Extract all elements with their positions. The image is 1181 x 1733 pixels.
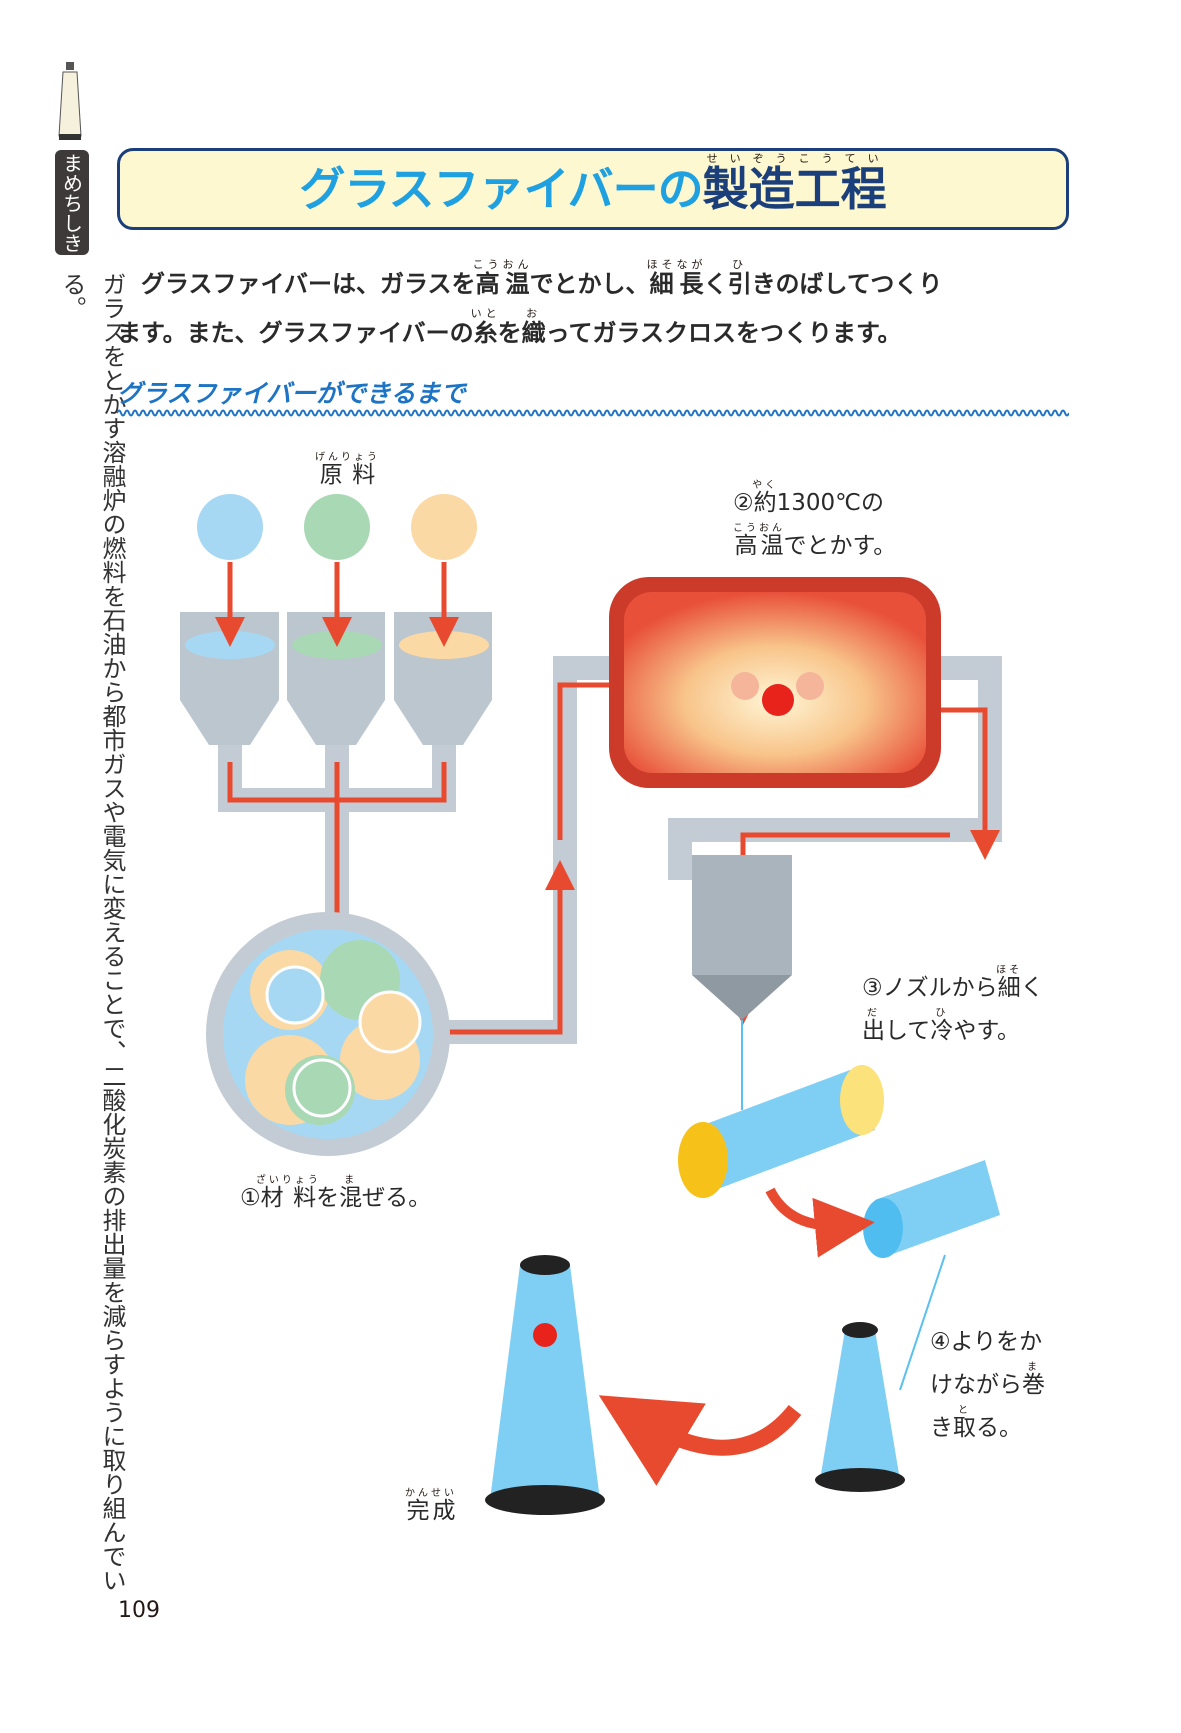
cooling-spool — [678, 1065, 884, 1198]
step1-label: ①材料ざいりょうを混まぜる。 — [240, 1175, 432, 1211]
furnace — [609, 577, 941, 788]
fiber-roll — [863, 1160, 1000, 1258]
step2-label: ②約やく1300℃の 高温こうおんでとかす。 — [733, 480, 897, 559]
twisting-bobbin — [815, 1322, 905, 1492]
step4-label: ④よりをか けながら巻ま き取とる。 — [930, 1329, 1045, 1441]
nozzle — [692, 855, 792, 1110]
sidebar-tab: まめちしき — [55, 150, 89, 255]
mixer — [206, 912, 450, 1156]
page-number: 109 — [118, 1598, 160, 1623]
title-kanji: 製せい造ぞう工こう程てい — [702, 152, 887, 216]
page-title: グラスファイバーの 製せい造ぞう工こう程てい — [117, 148, 1069, 230]
arrow-to-roll — [765, 1187, 875, 1258]
sidebar-note: ガラスをとかす溶融炉の燃料を石油から都市ガスや電気に変えることで、二酸化炭素の排… — [58, 272, 126, 1592]
bobbin-icon — [55, 62, 85, 142]
step3-label: ③ノズルから細ほそく 出だして冷ひやす。 — [862, 965, 1044, 1044]
arrow-to-finished — [598, 1395, 802, 1486]
finished-label: 完成かんせい — [405, 1488, 457, 1524]
title-katakana: グラスファイバーの — [299, 162, 703, 216]
raw-material-balls — [197, 494, 477, 560]
section-heading: グラスファイバーができるまで — [117, 379, 466, 408]
finished-bobbin — [485, 1255, 605, 1515]
hoppers — [180, 612, 492, 745]
wavy-divider — [117, 409, 1069, 417]
materials-label: 原料げんりょう — [315, 452, 380, 488]
intro-paragraph: グラスファイバーは、ガラスを高温こうおんでとかし、細長ほそながく引ひきのばしてつ… — [117, 258, 943, 347]
